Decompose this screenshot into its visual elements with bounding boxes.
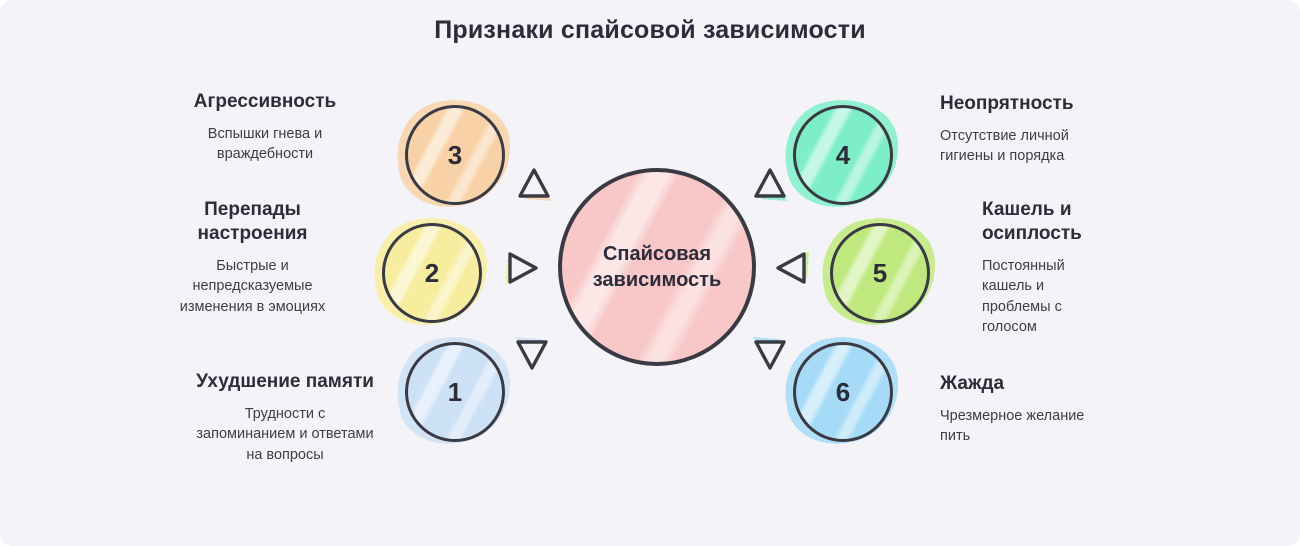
- item-heading: Кашель и осиплость: [982, 199, 1082, 244]
- item-description: Вспышки гнева и враждебности: [207, 125, 323, 163]
- node-circle-5: 5: [814, 209, 944, 333]
- arrow-down-icon: [512, 334, 552, 374]
- node-circle-6: 6: [777, 328, 907, 452]
- label-block-mood-swings: Перепады настроения Быстрые и непредсказ…: [160, 198, 345, 317]
- item-description: Постоянный кашель и проблемы с голосом: [982, 257, 1065, 336]
- label-block-cough-hoarseness: Кашель и осиплость Постоянный кашель и п…: [982, 198, 1107, 338]
- arrow-down-icon: [750, 334, 790, 374]
- label-block-aggressiveness: Агрессивность Вспышки гнева и враждебнос…: [175, 90, 355, 165]
- node-circle-4: 4: [777, 91, 907, 215]
- item-heading: Перепады настроения: [197, 199, 308, 244]
- arrow-up-icon: [514, 164, 554, 204]
- node-number: 1: [405, 342, 505, 442]
- item-heading: Агрессивность: [193, 91, 337, 112]
- item-description: Чрезмерное желание пить: [940, 407, 1085, 445]
- node-number: 2: [382, 223, 482, 323]
- item-description: Быстрые и непредсказуемые изменения в эм…: [179, 257, 326, 315]
- page-title: Признаки спайсовой зависимости: [434, 16, 866, 44]
- item-heading: Жажда: [940, 373, 1005, 394]
- arrow-left-icon: [772, 248, 812, 288]
- item-description: Отсутствие личной гигиены и порядка: [940, 127, 1069, 165]
- arrow-up-icon: [750, 164, 790, 204]
- item-description: Трудности с запоминанием и ответами на в…: [196, 405, 374, 463]
- node-number: 3: [405, 105, 505, 205]
- item-heading: Ухудшение памяти: [196, 371, 374, 392]
- node-circle-1: 1: [389, 328, 519, 452]
- center-label: Спайсовая зависимость: [592, 243, 722, 291]
- node-circle-3: 3: [389, 91, 519, 215]
- center-circle: Спайсовая зависимость: [558, 168, 756, 366]
- node-number: 5: [830, 223, 930, 323]
- node-number: 4: [793, 105, 893, 205]
- label-block-untidiness: Неопрятность Отсутствие личной гигиены и…: [940, 92, 1110, 167]
- node-circle-2: 2: [366, 209, 496, 333]
- label-block-thirst: Жажда Чрезмерное желание пить: [940, 372, 1110, 447]
- label-block-memory-decline: Ухудшение памяти Трудности с запоминание…: [195, 370, 375, 465]
- arrow-right-icon: [502, 248, 542, 288]
- node-number: 6: [793, 342, 893, 442]
- item-heading: Неопрятность: [940, 93, 1074, 114]
